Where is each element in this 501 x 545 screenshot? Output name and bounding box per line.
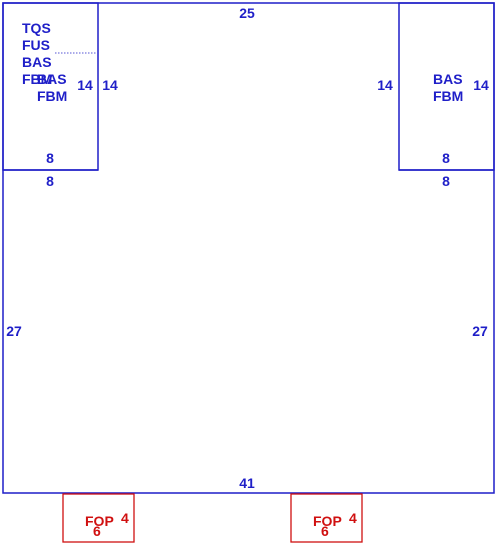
- footing-left: FOP 4 6: [62, 493, 135, 543]
- footing-right-sup: 4: [349, 510, 357, 526]
- upper-left-dimension: 8: [46, 173, 54, 189]
- left-dimension: 27: [6, 323, 22, 339]
- bottom-dimension: 41: [239, 475, 255, 491]
- left-code-fus: FUS: [22, 37, 50, 53]
- left-code-fbm-lower: FBM: [37, 88, 67, 104]
- top-dimension: 25: [239, 5, 255, 21]
- left-code-fbm: FBM: [22, 71, 52, 87]
- left-box-inner-dim: 14: [77, 77, 93, 93]
- footing-right-outline: [290, 493, 363, 543]
- footing-left-label: FOP: [85, 513, 114, 529]
- footing-right-sub: 6: [321, 523, 329, 539]
- footing-right-label: FOP: [313, 513, 342, 529]
- right-dimension: 27: [472, 323, 488, 339]
- right-box-bottom-dim: 8: [442, 150, 450, 166]
- right-code-bas: BAS: [433, 71, 463, 87]
- right-box-inner-dim: 14: [473, 77, 489, 93]
- footing-left-sub: 6: [93, 523, 101, 539]
- left-code-tqs: TQS: [22, 20, 51, 36]
- footing-left-outline: [62, 493, 135, 543]
- right-box-outer-dim: 14: [377, 77, 393, 93]
- left-box-bottom-dim: 8: [46, 150, 54, 166]
- footing-right: FOP 4 6: [290, 493, 363, 543]
- left-code-bas-overlap: BAS: [37, 71, 67, 87]
- left-box-outer-dim: 14: [102, 77, 118, 93]
- right-code-fbm: FBM: [433, 88, 463, 104]
- left-code-bas: BAS: [22, 54, 52, 70]
- footing-left-sup: 4: [121, 510, 129, 526]
- upper-right-dimension: 8: [442, 173, 450, 189]
